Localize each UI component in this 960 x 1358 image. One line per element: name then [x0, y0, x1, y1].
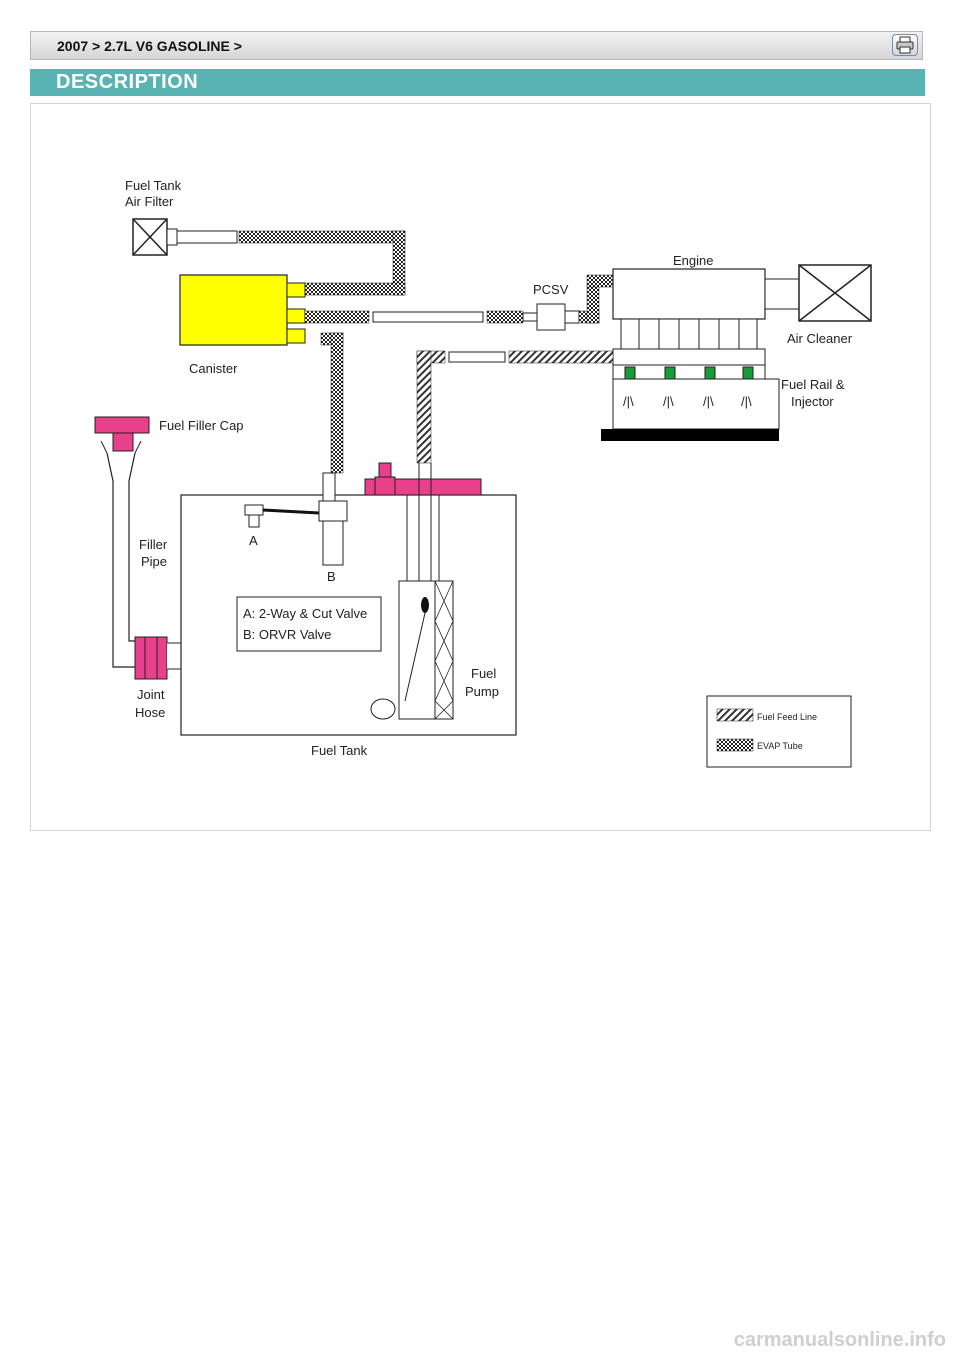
section-header: DESCRIPTION — [30, 69, 925, 96]
diagram-panel: Fuel Tank Air Filter Canister PCSV — [30, 103, 931, 831]
label-air-cleaner: Air Cleaner — [787, 331, 853, 346]
legend-fuel-feed-line: Fuel Feed Line — [757, 712, 817, 722]
legend-evap-tube: EVAP Tube — [757, 741, 803, 751]
breadcrumb[interactable]: 2007 > 2.7L V6 GASOLINE > — [57, 38, 242, 54]
label-fuel-tank: Fuel Tank — [311, 743, 368, 758]
valve-caption-box — [236, 596, 382, 652]
engine — [612, 268, 800, 366]
label-fuel-rail: Fuel Rail & — [781, 377, 845, 392]
valve-a — [244, 504, 320, 528]
air-filter — [132, 218, 238, 256]
air-cleaner — [798, 264, 872, 322]
legend-swatch-feed — [716, 708, 754, 722]
label-air-filter: Air Filter — [125, 194, 174, 209]
printer-icon — [896, 36, 914, 54]
breadcrumb-bar: 2007 > 2.7L V6 GASOLINE > — [30, 31, 923, 60]
label-valve-a: A: 2-Way & Cut Valve — [243, 606, 367, 621]
fuel-filler-cap — [94, 416, 150, 454]
label-a: A — [249, 533, 258, 548]
label-b: B — [327, 569, 336, 584]
svg-text:/|\: /|\ — [623, 394, 634, 409]
evap-tube-pcsv-2 — [486, 310, 524, 324]
label-fuel-tank-air-filter: Fuel Tank — [125, 178, 182, 193]
label-pump: Pump — [465, 684, 499, 699]
fuel-pump — [370, 463, 454, 720]
evap-tube-pcsv — [304, 310, 370, 324]
pcsv-valve — [522, 303, 580, 331]
label-valve-b: B: ORVR Valve — [243, 627, 331, 642]
label-filler: Filler — [139, 537, 168, 552]
fuel-rail: /|\ /|\ /|\ /|\ — [601, 364, 780, 441]
evap-tube-air-filter — [238, 230, 406, 296]
evap-tube-orvr-2 — [330, 332, 344, 474]
filler-pipe — [106, 452, 136, 668]
canister — [179, 274, 306, 346]
legend: Fuel Feed Line EVAP Tube — [706, 695, 852, 768]
label-joint: Joint — [137, 687, 165, 702]
label-pcsv: PCSV — [533, 282, 569, 297]
tube-pcsv — [372, 311, 484, 323]
section-title: DESCRIPTION — [56, 71, 199, 93]
legend-swatch-evap — [716, 738, 754, 752]
svg-text:/|\: /|\ — [741, 394, 752, 409]
fuel-feed-line — [416, 350, 614, 464]
svg-text:/|\: /|\ — [703, 394, 714, 409]
label-canister: Canister — [189, 361, 238, 376]
label-fuel: Fuel — [471, 666, 496, 681]
label-pipe: Pipe — [141, 554, 167, 569]
label-hose: Hose — [135, 705, 165, 720]
print-button[interactable] — [892, 34, 918, 56]
svg-text:/|\: /|\ — [663, 394, 674, 409]
pump-flange — [364, 462, 482, 496]
label-engine: Engine — [673, 253, 713, 268]
evap-tube-engine-2 — [586, 284, 600, 324]
label-fuel-filler-cap: Fuel Filler Cap — [159, 418, 244, 433]
evap-tube-engine-3 — [586, 274, 614, 288]
valve-b — [318, 472, 348, 566]
label-injector: Injector — [791, 394, 834, 409]
watermark: carmanualsonline.info — [733, 1329, 946, 1351]
fuel-system-diagram: Fuel Tank Air Filter Canister PCSV — [94, 178, 872, 768]
